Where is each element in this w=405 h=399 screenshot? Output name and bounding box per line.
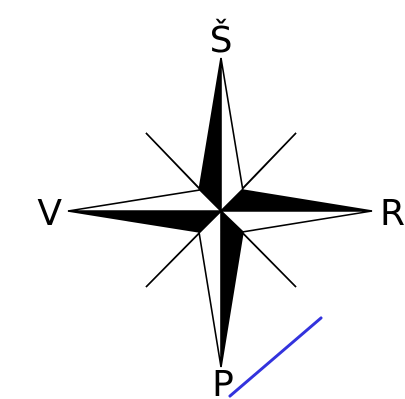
point-south-light [198,209,222,368]
accent-line [228,316,323,398]
north-label: Š [210,19,233,61]
point-east-light [219,210,373,233]
point-north-light [220,57,244,213]
south-label: P [212,364,234,399]
east-label: R [380,193,405,234]
point-south-dark [220,209,244,368]
west-label: V [37,193,62,234]
point-west-dark [67,210,223,233]
point-east-dark [219,189,373,212]
cardinal-points [67,57,373,368]
point-north-dark [198,57,222,213]
point-west-light [67,189,223,212]
